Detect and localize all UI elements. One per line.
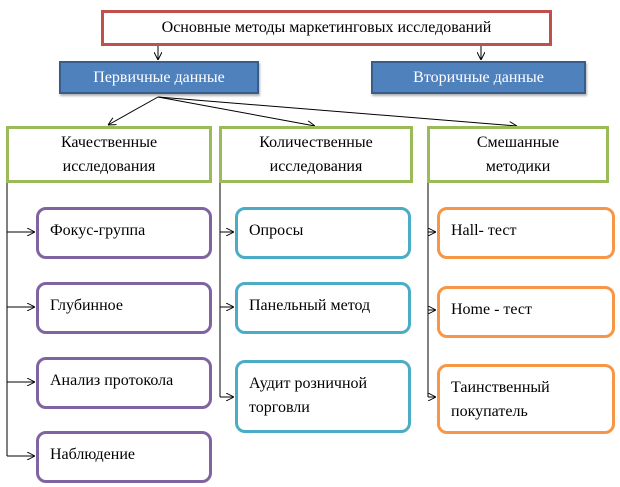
category-label: Смешанные bbox=[476, 133, 560, 151]
category-mixed: Смешанные методики bbox=[427, 126, 609, 183]
method-hall-test: Hall- тест bbox=[437, 207, 615, 259]
method-home-test: Home - тест bbox=[437, 286, 615, 338]
category-label: методики bbox=[485, 157, 551, 175]
category-label: Количественные bbox=[259, 133, 373, 151]
method-label: Home - тест bbox=[451, 301, 533, 318]
primary-data-box: Первичные данные bbox=[59, 61, 259, 94]
method-protocol-analysis: Анализ протокола bbox=[36, 357, 212, 409]
secondary-data-label: Вторичные данные bbox=[413, 68, 544, 86]
method-surveys: Опросы bbox=[235, 207, 411, 259]
method-mystery-shopper: Таинственный покупатель bbox=[437, 364, 615, 434]
method-label: Глубинное bbox=[50, 297, 123, 314]
title-box: Основные методы маркетинговых исследован… bbox=[101, 10, 552, 46]
method-label: Hall- тест bbox=[451, 222, 517, 239]
method-focus-group: Фокус-группа bbox=[36, 207, 212, 259]
method-panel: Панельный метод bbox=[235, 282, 411, 334]
arrow-primary-quantitative bbox=[157, 96, 315, 126]
method-label: Панельный метод bbox=[249, 297, 371, 314]
method-label: Анализ протокола bbox=[50, 372, 174, 389]
title: Основные методы маркетинговых исследован… bbox=[161, 19, 492, 36]
method-label: Таинственный покупатель bbox=[451, 379, 550, 420]
method-label: Фокус-группа bbox=[50, 222, 146, 239]
method-label: Аудит розничной торговли bbox=[249, 375, 368, 416]
arrow-primary-mixed bbox=[157, 96, 517, 126]
secondary-data-box: Вторичные данные bbox=[371, 61, 586, 94]
method-label: Наблюдение bbox=[50, 446, 135, 463]
method-in-depth: Глубинное bbox=[36, 282, 212, 334]
method-label: Опросы bbox=[249, 222, 304, 239]
category-qualitative: Качественные исследования bbox=[6, 126, 212, 183]
method-retail-audit: Аудит розничной торговли bbox=[235, 360, 411, 433]
primary-data-label: Первичные данные bbox=[93, 68, 225, 86]
category-label: исследования bbox=[269, 157, 363, 175]
category-label: исследования bbox=[62, 157, 156, 175]
arrow-primary-qualitative bbox=[108, 96, 159, 125]
method-observation: Наблюдение bbox=[36, 431, 212, 483]
category-label: Качественные bbox=[60, 133, 158, 151]
category-quantitative: Количественные исследования bbox=[219, 126, 413, 183]
